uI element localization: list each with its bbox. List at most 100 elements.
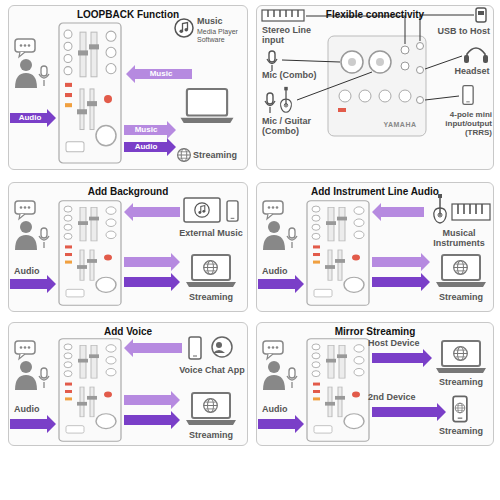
connectivity-figure-part [265,93,275,113]
loopback-figure-part [181,89,234,123]
voice-figure-part [189,337,201,359]
device-label: Streaming [193,150,246,160]
background-figure-part [195,203,209,217]
connectivity-figure-part [369,51,391,73]
voice-figure-part [212,337,232,357]
connectivity-figure-part [281,87,292,112]
signal-arrow [124,203,180,221]
voice-figure [15,337,236,441]
signal-arrow [124,273,180,291]
signal-arrow [10,275,56,293]
panel-title: Add Voice [13,326,243,338]
device-label: Music [197,16,245,26]
loopback-figure-part [59,23,121,163]
instrument-figure-part [452,204,490,220]
voice-figure-part [204,399,218,413]
instrument-figure [263,194,490,305]
connectivity-figure-part [401,62,409,70]
signal-arrow [124,121,176,139]
instrument-figure-part [454,261,468,275]
mirror-figure-part [454,347,468,361]
device-label: Streaming [430,377,492,387]
panel-title: Add Background [13,186,243,198]
device-label: Mic / Guitar (Combo) [262,116,326,137]
signal-arrow [10,109,56,127]
arrow-label: Audio [127,141,165,153]
connectivity-figure-part [267,51,277,71]
instrument-figure-part [263,201,297,250]
mirror-figure-part [436,341,486,373]
arrow-label: Music [140,68,182,80]
signal-arrow [372,403,446,421]
voice-figure-part [15,341,49,390]
device-label: Host Device [368,338,430,348]
connectivity-figure-part [338,108,346,112]
device-label: Headset [450,66,494,76]
loopback-figure-part [15,39,49,88]
background-figure-part [227,201,238,221]
mirror-figure [263,339,486,442]
panel-grounds-part [256,5,494,170]
connectivity-figure-part [417,43,424,50]
mirror-figure-part [307,339,369,442]
connectivity-figure-part [399,90,411,102]
signal-arrow [372,273,430,291]
background-figure-part [15,201,49,250]
panel-grounds-part [8,182,248,312]
panel-title: Add Instrument Line Audio [261,186,489,198]
panel-grounds-part [8,5,248,170]
device-label: Streaming [430,292,492,302]
connectivity-figure-part [464,55,469,63]
panel-grounds-part [256,322,494,446]
panel-grounds [8,5,494,446]
mirror-figure-part [455,403,465,413]
signal-arrow [124,339,182,357]
device-label: Stereo Line input [262,25,320,46]
device-label: Streaming [180,430,242,440]
connectivity-figure-part [328,36,426,136]
voice-figure-part [186,393,236,425]
connectivity-figure-part-part [306,16,405,44]
signal-arrow [372,349,432,367]
instrument-figure-part [307,201,369,305]
panel-grounds-part [8,322,248,446]
device-label: 4-pole mini input/output (TRRS) [430,110,492,138]
instrument-figure-part [436,255,486,287]
connectivity-figure-part [359,90,371,102]
background-figure-part [186,255,236,287]
device-label: 2nd Device [368,392,430,402]
background-figure [15,198,238,305]
connectivity-figure-part [483,55,488,63]
connectivity-figure-part [417,97,424,104]
device-label: Audio [262,404,302,414]
signal-arrow [258,275,304,293]
connectivity-figure-part [268,10,298,17]
loopback-figure-part [178,149,191,162]
connectivity-figure-part [262,10,304,21]
connectivity-figure-part [478,11,484,15]
background-figure-part [59,201,121,305]
background-figure-part [204,261,218,275]
signal-arrow [124,253,180,271]
connectivity-figure-part-part [425,96,459,100]
signal-arrow [372,203,424,221]
connectivity-figure-part [417,67,424,74]
signal-arrow [124,138,176,156]
connectivity-figure-part-part [282,60,340,62]
signal-arrow [258,415,304,433]
device-label: Voice Chat App [176,365,248,375]
panel-grounds-part [256,182,494,312]
device-label: Mic (Combo) [262,70,326,80]
device-label: Streaming [180,292,242,302]
feature-panel: Add Voice [8,322,248,446]
panel-title: Mirror Streaming [261,326,489,338]
background-figure-part [184,198,220,222]
connectivity-figure-part [339,90,351,102]
device-label: Audio [14,404,54,414]
signal-arrow [124,411,180,429]
signal-arrow [372,253,430,271]
signal-arrow [10,415,56,433]
connectivity-figure-part [379,90,391,102]
connectivity-figure-part [341,51,363,73]
